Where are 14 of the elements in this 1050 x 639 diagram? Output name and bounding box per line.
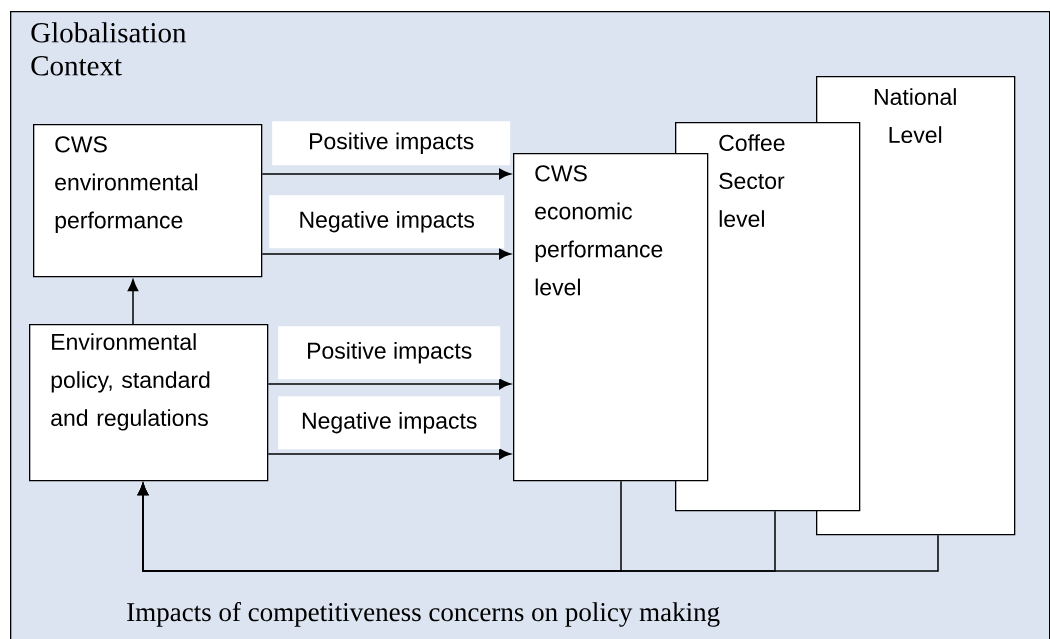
process-box: Environmental policy, standard and regulations [29,324,269,482]
arrow [137,483,939,572]
arrow [261,168,512,180]
edge-label: Positive impacts [272,121,511,166]
arrow [127,279,139,325]
edge-label: Negative impacts [269,195,505,249]
arrow [267,448,512,460]
level-box: CWS economic performance level [513,153,709,482]
caption-text: Impacts of competitiveness concerns on policy making [127,602,720,627]
process-box: CWS environmental performance [33,124,263,278]
arrow [267,378,512,390]
arrow [261,248,512,260]
edge-label: Positive impacts [278,326,501,380]
edge-label: Negative impacts [278,396,501,450]
